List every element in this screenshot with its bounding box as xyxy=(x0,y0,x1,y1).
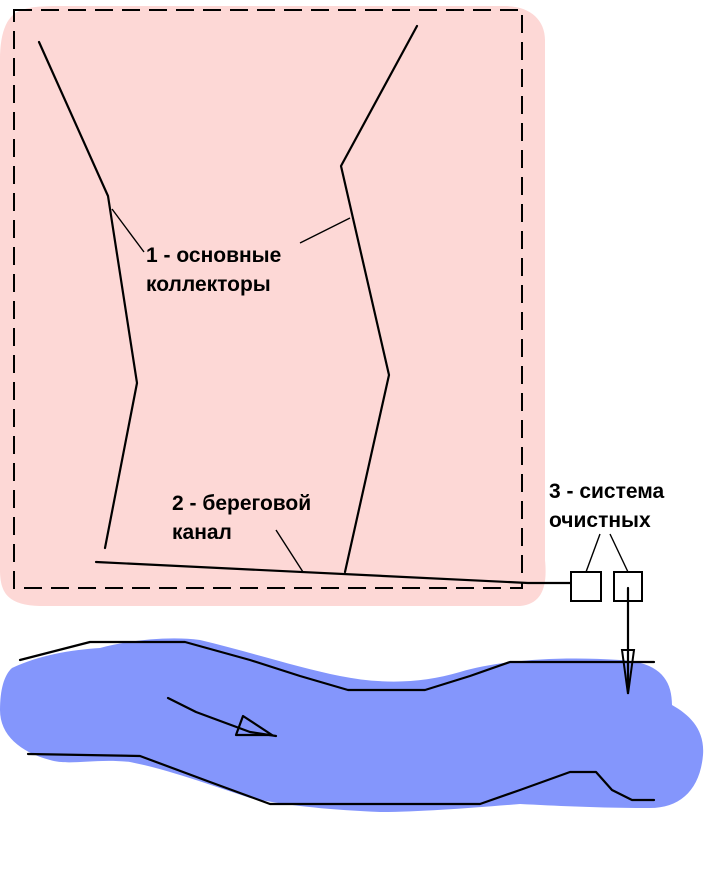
river-bank-lower xyxy=(26,752,656,806)
treatment-label-line1: 3 - система xyxy=(549,480,665,503)
discharge-arrow-icon xyxy=(620,649,636,695)
urban-zone-fill xyxy=(0,6,546,606)
collectors-leader-right xyxy=(299,217,351,244)
collectors-label-line2: коллекторы xyxy=(146,273,271,296)
main-collector-right xyxy=(339,24,419,574)
collectors-label-line1: 1 - основные xyxy=(146,244,281,267)
river-fill xyxy=(0,638,704,812)
treatment-box-1 xyxy=(570,571,602,602)
canal-label-line1: 2 - береговой xyxy=(172,492,311,515)
river-bank-upper xyxy=(18,640,656,692)
main-collector-left xyxy=(37,40,139,550)
flow-arrow-icon xyxy=(234,714,274,737)
coastal-canal xyxy=(94,560,573,585)
treatment-leader-right xyxy=(609,533,629,573)
canal-leader xyxy=(275,529,304,573)
treatment-leader-left xyxy=(585,533,601,573)
urban-zone-boundary xyxy=(13,9,523,589)
treatment-label-line2: очистных xyxy=(549,509,651,532)
collectors-leader-left xyxy=(111,208,145,253)
canal-label-line2: канал xyxy=(172,521,232,544)
